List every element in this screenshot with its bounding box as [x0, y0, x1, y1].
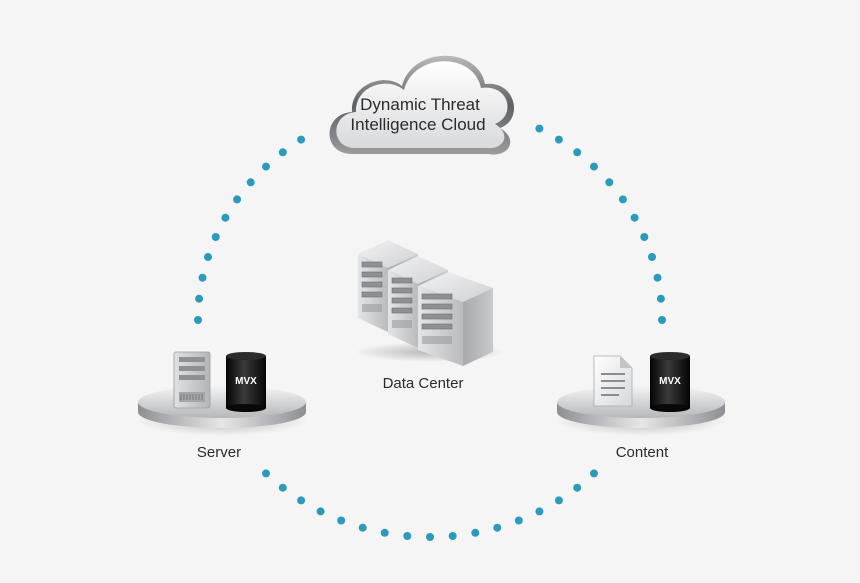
- ring-dot: [358, 523, 367, 532]
- ring-dot: [573, 483, 582, 492]
- cloud-label-line2: Intelligence Cloud: [350, 115, 485, 134]
- ring-dot: [605, 178, 614, 187]
- server-mvx-badge: MVX: [235, 376, 257, 387]
- ring-dot: [403, 532, 412, 540]
- ring-dot: [653, 273, 662, 282]
- ring-dot: [204, 253, 212, 261]
- ring-dot: [198, 273, 207, 282]
- ring-dot: [618, 195, 627, 204]
- ring-dot: [640, 233, 649, 241]
- content-label: Content: [616, 444, 669, 461]
- ring-dot: [554, 135, 563, 144]
- ring-dot: [380, 528, 389, 537]
- document-icon: [593, 355, 633, 407]
- ring-dot: [221, 213, 230, 222]
- content-platform: MVX: [555, 352, 727, 436]
- ring-dot: [573, 148, 582, 157]
- ring-dot: [337, 516, 346, 525]
- ring-dot: [514, 516, 523, 525]
- ring-dot: [448, 532, 457, 540]
- ring-dot: [658, 316, 666, 324]
- connection-dotted-ring: [194, 124, 666, 541]
- server-rack-icon: [355, 240, 505, 366]
- ring-dot: [493, 523, 502, 532]
- datacenter-label: Data Center: [383, 375, 464, 392]
- content-mvx-badge: MVX: [659, 376, 681, 387]
- ring-dot: [297, 496, 306, 505]
- ring-dot: [656, 294, 665, 303]
- mvx-appliance-icon: MVX: [650, 352, 690, 412]
- mvx-appliance-icon: MVX: [226, 352, 266, 412]
- platform-icon: [136, 386, 308, 436]
- ring-dot: [471, 528, 480, 537]
- ring-dot: [648, 253, 656, 261]
- server-tower-icon: [173, 351, 211, 409]
- ring-dot: [554, 496, 563, 505]
- ring-dot: [535, 507, 544, 516]
- ring-dot: [262, 162, 270, 171]
- cloud-icon: Dynamic Threat Intelligence Cloud: [329, 55, 515, 155]
- ring-dot: [278, 148, 287, 157]
- ring-dot: [590, 162, 598, 171]
- ring-dot: [278, 483, 287, 492]
- server-label: Server: [197, 444, 241, 461]
- cloud-label-line1: Dynamic Threat: [360, 95, 480, 114]
- ring-dot: [426, 533, 434, 541]
- ring-dot: [195, 294, 204, 303]
- ring-dot: [262, 469, 270, 478]
- ring-dot: [630, 213, 639, 222]
- platform-icon: [555, 386, 727, 436]
- ring-dot: [194, 316, 202, 324]
- ring-dot: [297, 135, 306, 144]
- ring-dot: [246, 178, 255, 187]
- ring-dot: [316, 507, 325, 516]
- server-platform: MVX: [136, 351, 308, 436]
- ring-dot: [535, 124, 544, 133]
- ring-dot: [211, 233, 220, 241]
- ring-dot: [233, 195, 242, 204]
- ring-dot: [590, 469, 598, 478]
